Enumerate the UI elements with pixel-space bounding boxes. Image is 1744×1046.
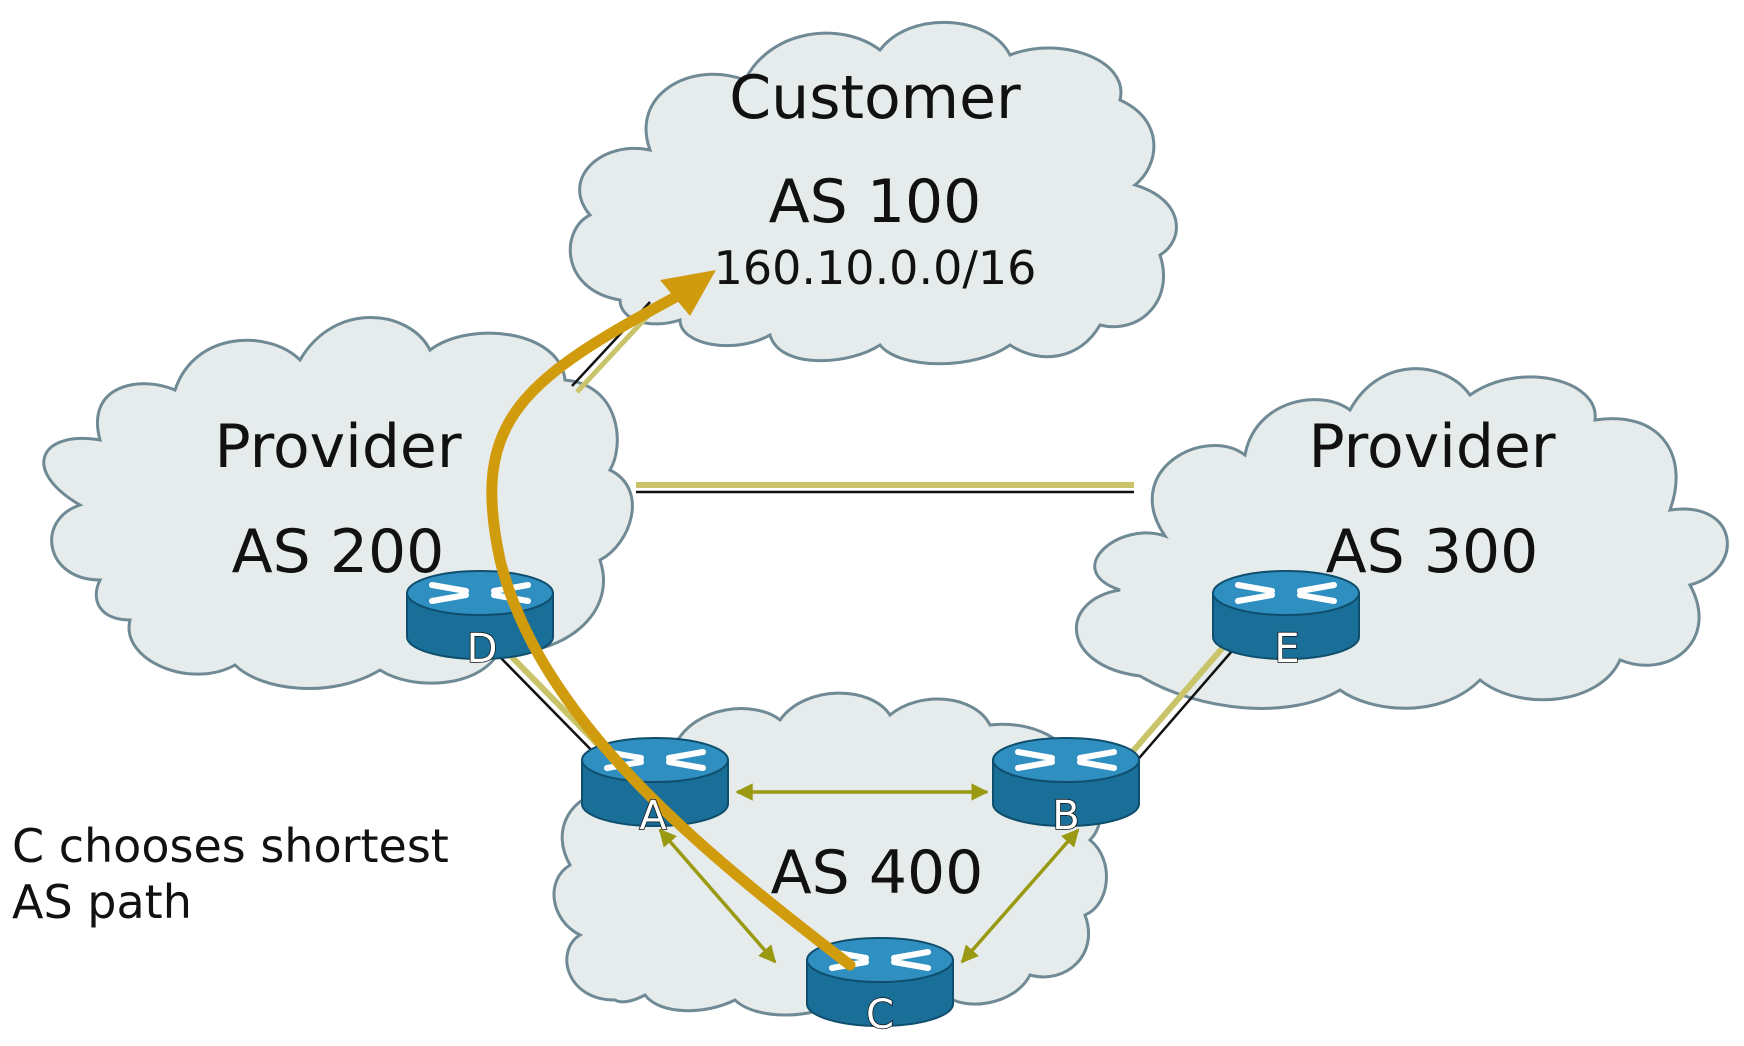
ibgp-arrow-a-c [658, 828, 777, 964]
annotation-note: C chooses shortest AS path [12, 818, 449, 930]
router-a-label: A [639, 793, 667, 839]
router-c[interactable] [806, 937, 954, 1027]
link-d-to-a-black [498, 655, 605, 764]
router-d-label: D [467, 626, 498, 672]
as400-asn: AS 400 [771, 838, 984, 908]
as200-title: Provider [214, 412, 461, 482]
chosen-path [486, 270, 856, 971]
router-b-label: B [1052, 793, 1079, 839]
router-c-label: C [866, 992, 894, 1038]
as100-title: Customer [729, 63, 1021, 133]
cloud-as100 [568, 21, 1178, 366]
as100-prefix: 160.10.0.0/16 [714, 241, 1037, 295]
router-b[interactable] [992, 737, 1140, 827]
annotation-line-1: C chooses shortest [12, 819, 449, 873]
link-e-to-b [1124, 643, 1228, 760]
ibgp-arrow-b-c [960, 828, 1080, 964]
as300-title: Provider [1308, 412, 1555, 482]
ebgp-links [498, 301, 1233, 765]
router-e[interactable] [1212, 570, 1360, 660]
router-e-label: E [1274, 626, 1299, 672]
chosen-path-arrowhead [660, 270, 716, 316]
link-e-to-b-black [1133, 650, 1233, 765]
as200-asn: AS 200 [232, 517, 445, 587]
annotation-line-2: AS path [12, 875, 192, 929]
link-d-to-as100-khaki [575, 306, 657, 394]
chosen-path-line [486, 286, 856, 971]
ibgp-arrows [658, 783, 1080, 964]
as100-asn: AS 100 [769, 167, 982, 237]
as300-asn: AS 300 [1326, 517, 1539, 587]
